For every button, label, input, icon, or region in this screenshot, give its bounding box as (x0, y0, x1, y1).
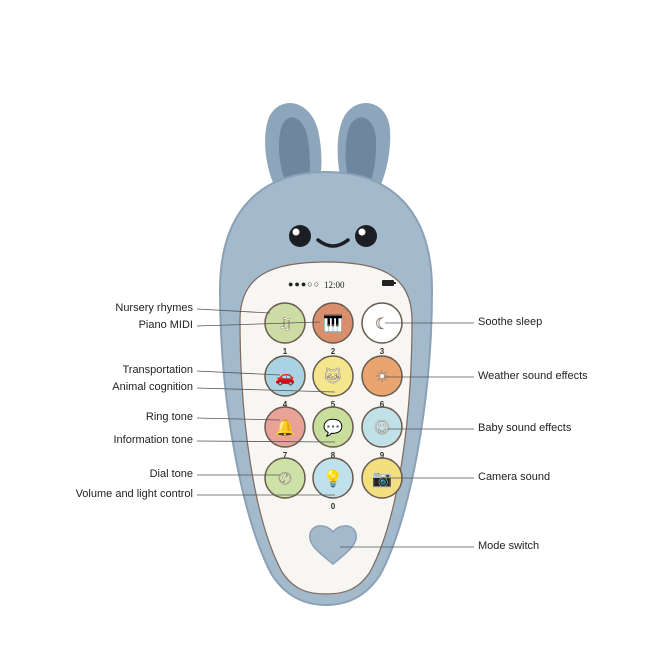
feature-label: Weather sound effects (478, 370, 588, 382)
key-button-phone-handset[interactable]: ✆ (264, 457, 306, 499)
key-button-face[interactable] (361, 355, 403, 397)
clock-time: 12:00 (324, 280, 345, 290)
bell-icon: 🔔 (275, 418, 295, 437)
feature-label: Nursery rhymes (115, 302, 193, 314)
status-dots: ●●●○○ (288, 279, 321, 289)
feature-label: Information tone (113, 434, 194, 446)
feature-label: Baby sound effects (478, 422, 572, 434)
key-number: 0 (331, 502, 336, 511)
key-button-3[interactable]: ☾3 (361, 302, 403, 356)
piano-keys-icon: 🎹 (323, 314, 343, 333)
feature-label: Dial tone (149, 468, 193, 480)
key-number: 9 (380, 451, 385, 460)
chat-bubble-icon: 💬 (323, 418, 343, 437)
feature-label: Volume and light control (75, 488, 193, 500)
key-number: 7 (283, 451, 288, 460)
key-number: 8 (331, 451, 336, 460)
sun-icon: ☀ (375, 367, 389, 386)
feature-label: Soothe sleep (478, 316, 543, 328)
mode-switch-heart-button[interactable] (309, 525, 357, 565)
bunny-face (289, 225, 377, 248)
cat-icon: 🐱 (325, 367, 342, 386)
key-button-2[interactable]: 🎹2 (312, 302, 354, 356)
feature-label: Piano MIDI (138, 319, 193, 331)
key-button-4[interactable]: 🚗4 (264, 355, 306, 409)
phone-handset-icon: ✆ (278, 469, 291, 488)
leader-line (196, 440, 336, 443)
leader-line (196, 321, 321, 327)
key-button-face[interactable] (312, 457, 354, 499)
leader-line (196, 370, 281, 376)
key-button-8[interactable]: 💬8 (312, 406, 354, 460)
key-button-5[interactable]: 🐱5 (312, 355, 354, 409)
key-button-face[interactable] (312, 355, 354, 397)
leader-line (196, 308, 271, 314)
key-button-face[interactable] (264, 406, 306, 448)
key-button-6[interactable]: ☀6 (361, 355, 403, 409)
key-button-face[interactable] (264, 355, 306, 397)
key-number: 6 (380, 400, 385, 409)
feature-label: Mode switch (478, 540, 540, 552)
battery-icon (382, 280, 394, 286)
key-button-face[interactable] (264, 457, 306, 499)
feature-label: Transportation (122, 364, 193, 376)
feature-label: Animal cognition (112, 381, 193, 393)
camera-icon: 📷 (372, 469, 392, 488)
key-button-face[interactable] (312, 406, 354, 448)
key-number: 1 (283, 347, 288, 356)
feature-label: Camera sound (478, 471, 551, 483)
key-number: 2 (331, 347, 336, 356)
key-number: 3 (380, 347, 385, 356)
key-number: 4 (283, 400, 288, 409)
leader-line (196, 387, 336, 393)
car-icon: 🚗 (275, 367, 295, 386)
light-bulb-icon: 💡 (323, 469, 343, 488)
key-button-7[interactable]: 🔔7 (264, 406, 306, 460)
key-button-face[interactable] (361, 406, 403, 448)
leader-line (196, 417, 281, 421)
feature-label: Ring tone (145, 411, 193, 423)
sleeping-baby-moon-icon: ☾ (375, 314, 389, 333)
key-button-9[interactable]: ☺9 (361, 406, 403, 460)
baby-face-icon: ☺ (374, 418, 391, 437)
key-button-0[interactable]: 💡0 (312, 457, 354, 511)
key-number: 5 (331, 400, 336, 409)
key-button-face[interactable] (312, 302, 354, 344)
